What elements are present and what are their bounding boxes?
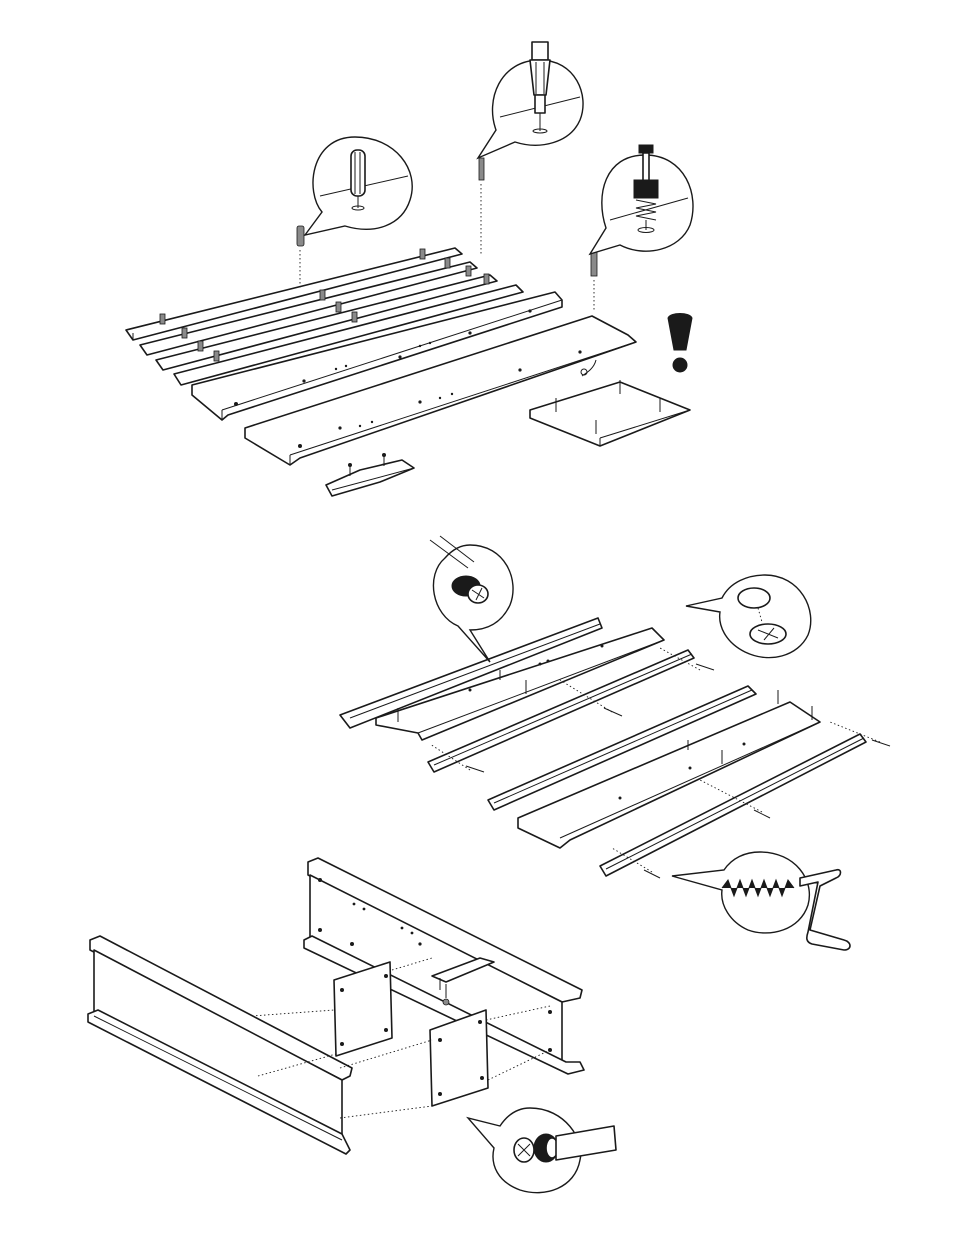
exclamation-icon xyxy=(668,314,692,373)
callout-spring-screw-crank xyxy=(672,852,850,950)
step-3-frame-assembly xyxy=(88,858,616,1193)
front-side-panel xyxy=(88,936,352,1154)
spring-bolt-pin xyxy=(591,252,597,310)
cam-bolt-pin xyxy=(479,158,484,255)
inner-board-1 xyxy=(334,962,392,1056)
callout-cam-bolt-with-spring xyxy=(590,145,693,254)
dowel-callout-pin xyxy=(297,226,304,290)
callout-cam-lock-screwdriver xyxy=(468,1108,616,1193)
step-2-rail-assembly xyxy=(340,536,890,950)
inner-board-2 xyxy=(430,1010,488,1106)
square-panel xyxy=(530,360,690,446)
callout-cam-bolt xyxy=(478,42,583,158)
callout-cam-lock-cap xyxy=(686,575,811,658)
callout-cam-lock-turn xyxy=(430,536,513,662)
support-bar xyxy=(326,453,414,496)
callout-wooden-dowel xyxy=(305,137,412,235)
step-1-parts xyxy=(126,42,693,496)
